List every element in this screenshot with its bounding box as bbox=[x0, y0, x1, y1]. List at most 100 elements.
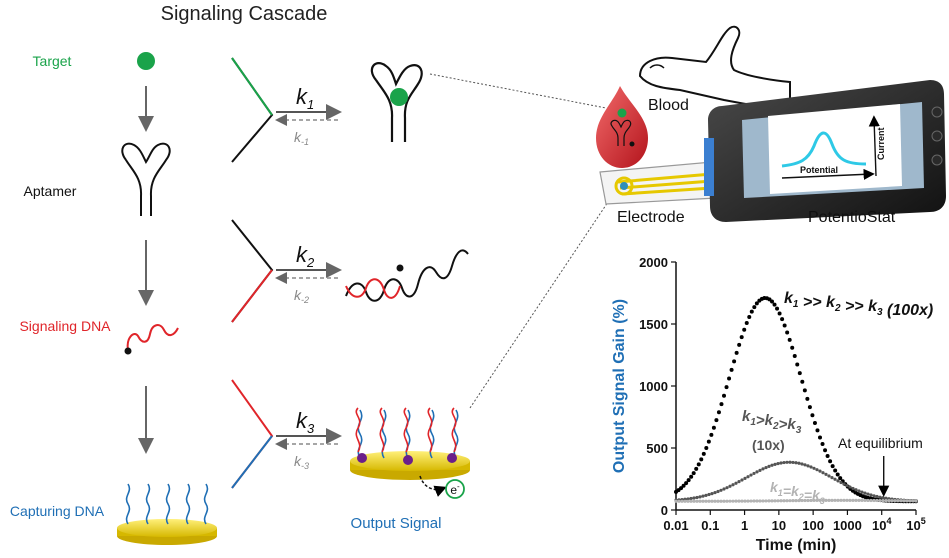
series-point bbox=[905, 499, 909, 503]
series-point bbox=[742, 327, 747, 332]
series-point bbox=[698, 495, 702, 499]
output-signal-electrode-icon bbox=[350, 407, 470, 480]
series-label-10x: k1>k2>k3 bbox=[742, 408, 802, 436]
series-point bbox=[752, 471, 756, 476]
series-point bbox=[692, 499, 696, 503]
series-point bbox=[824, 498, 828, 502]
potentiostat-screen: Potential Current bbox=[781, 115, 886, 180]
series-point bbox=[679, 486, 684, 491]
series-point bbox=[863, 491, 867, 495]
reaction-fork-1 bbox=[231, 57, 274, 163]
series-point bbox=[711, 425, 716, 430]
series-point bbox=[790, 345, 795, 350]
series-point bbox=[761, 499, 765, 503]
series-point bbox=[744, 321, 749, 326]
series-point bbox=[836, 498, 840, 502]
series-point bbox=[815, 468, 819, 472]
series-point bbox=[800, 462, 804, 466]
series-point bbox=[818, 469, 822, 473]
series-point bbox=[884, 496, 888, 500]
series-point bbox=[839, 498, 843, 502]
series-point bbox=[787, 337, 792, 342]
rate-k-2: k-2 bbox=[294, 287, 309, 305]
series-point bbox=[752, 499, 756, 503]
series-point bbox=[761, 467, 765, 471]
series-point bbox=[776, 499, 780, 503]
y-tick-label: 1500 bbox=[639, 317, 668, 332]
series-point bbox=[732, 359, 737, 364]
series-point bbox=[764, 499, 768, 503]
series-point bbox=[696, 462, 701, 467]
series-point bbox=[812, 466, 816, 470]
series-point bbox=[764, 465, 768, 470]
series-point bbox=[818, 498, 822, 502]
series-point bbox=[777, 311, 782, 316]
series-point bbox=[713, 499, 717, 503]
series-point bbox=[758, 468, 762, 472]
series-point bbox=[707, 492, 711, 497]
screen-ylabel: Current bbox=[876, 127, 886, 160]
signaling-dna-icon bbox=[126, 324, 179, 351]
series-point bbox=[722, 393, 726, 398]
series-point bbox=[731, 499, 735, 503]
series-point bbox=[806, 498, 810, 503]
target-molecule-icon bbox=[137, 52, 155, 70]
series-point bbox=[698, 499, 702, 503]
series-point bbox=[725, 486, 729, 490]
x-tick-label: 104 bbox=[872, 516, 891, 533]
series-point bbox=[795, 362, 800, 367]
series-label-10x-sub: (10x) bbox=[752, 437, 785, 453]
series-point bbox=[782, 323, 787, 328]
series-point bbox=[683, 499, 687, 503]
series-point bbox=[719, 488, 723, 492]
series-point bbox=[792, 354, 797, 359]
series-point bbox=[785, 330, 790, 335]
series-point bbox=[707, 499, 711, 503]
series-point bbox=[842, 482, 846, 486]
electron-icon bbox=[445, 479, 465, 499]
series-point bbox=[758, 499, 762, 503]
series-point bbox=[824, 472, 828, 476]
series-point bbox=[739, 335, 744, 340]
series-point bbox=[833, 498, 837, 502]
series-point bbox=[772, 302, 777, 307]
series-point bbox=[713, 490, 717, 495]
series-point bbox=[805, 396, 810, 401]
series-point bbox=[836, 479, 840, 483]
series-point bbox=[848, 498, 852, 502]
series-point bbox=[838, 476, 843, 481]
series-point bbox=[791, 460, 795, 465]
series-point bbox=[701, 494, 705, 498]
series-point bbox=[710, 499, 714, 503]
series-point bbox=[734, 350, 739, 355]
series-point bbox=[686, 497, 690, 501]
series-point bbox=[881, 496, 885, 500]
series-point bbox=[734, 481, 738, 485]
series-point bbox=[677, 499, 681, 503]
reaction-fork-2 bbox=[231, 219, 274, 323]
x-tick-label: 0.1 bbox=[701, 518, 719, 533]
series-point bbox=[775, 306, 780, 311]
series-point bbox=[767, 499, 771, 503]
series-point bbox=[902, 499, 906, 503]
series-point bbox=[755, 470, 759, 474]
series-point bbox=[755, 499, 759, 503]
series-point bbox=[686, 499, 690, 503]
series-point bbox=[815, 428, 820, 433]
series-point bbox=[780, 317, 785, 322]
series-point bbox=[818, 435, 822, 440]
x-tick-label: 1000 bbox=[833, 518, 862, 533]
series-point bbox=[791, 499, 795, 503]
series-point bbox=[797, 461, 801, 465]
label-output-signal: Output Signal bbox=[351, 515, 442, 532]
series-point bbox=[830, 464, 835, 469]
rate-k-3: k-3 bbox=[294, 453, 309, 471]
series-point bbox=[827, 498, 831, 502]
series-point bbox=[908, 499, 912, 503]
connector-line-bottom bbox=[469, 195, 613, 409]
series-point bbox=[689, 499, 693, 503]
series-point bbox=[716, 410, 721, 415]
connector-line-top bbox=[429, 73, 607, 109]
series-point bbox=[788, 499, 792, 503]
